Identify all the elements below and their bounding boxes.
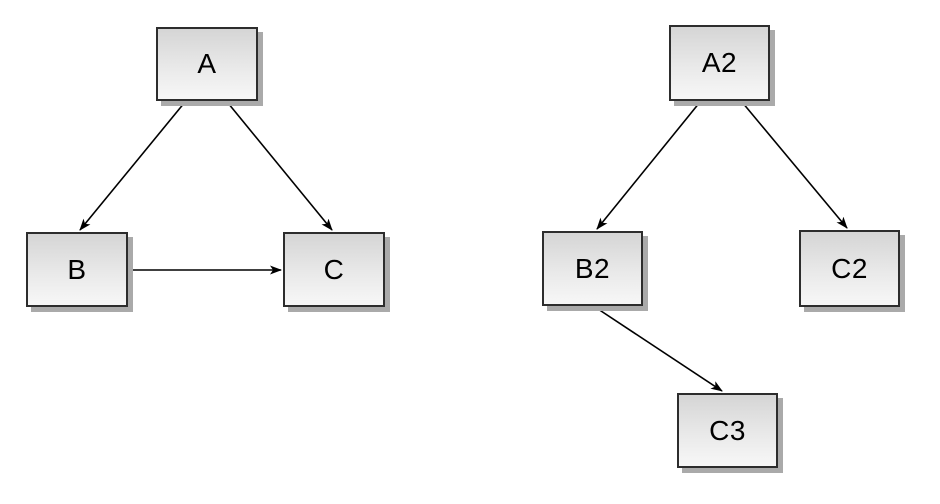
node-label-C2: C2 — [831, 252, 868, 284]
edge-B2-to-C3 — [594, 306, 723, 392]
edge-A2-to-B2 — [596, 101, 701, 230]
node-C3: C3 — [677, 393, 778, 468]
node-label-A: A — [197, 48, 217, 79]
node-A2: A2 — [669, 25, 770, 101]
node-label-B2: B2 — [574, 252, 611, 284]
node-C2: C2 — [799, 230, 900, 307]
node-label-A2: A2 — [701, 47, 738, 78]
edge-A-to-C — [227, 102, 333, 231]
node-B: B — [26, 232, 128, 307]
node-A: A — [156, 27, 258, 101]
node-label-C: C — [323, 253, 345, 285]
edge-group — [79, 101, 848, 392]
edge-A2-to-C2 — [741, 101, 848, 229]
node-C: C — [283, 232, 385, 307]
node-B2: B2 — [542, 231, 643, 306]
node-label-B: B — [67, 253, 87, 285]
edge-A-to-B — [79, 101, 186, 231]
node-label-C3: C3 — [709, 414, 746, 446]
